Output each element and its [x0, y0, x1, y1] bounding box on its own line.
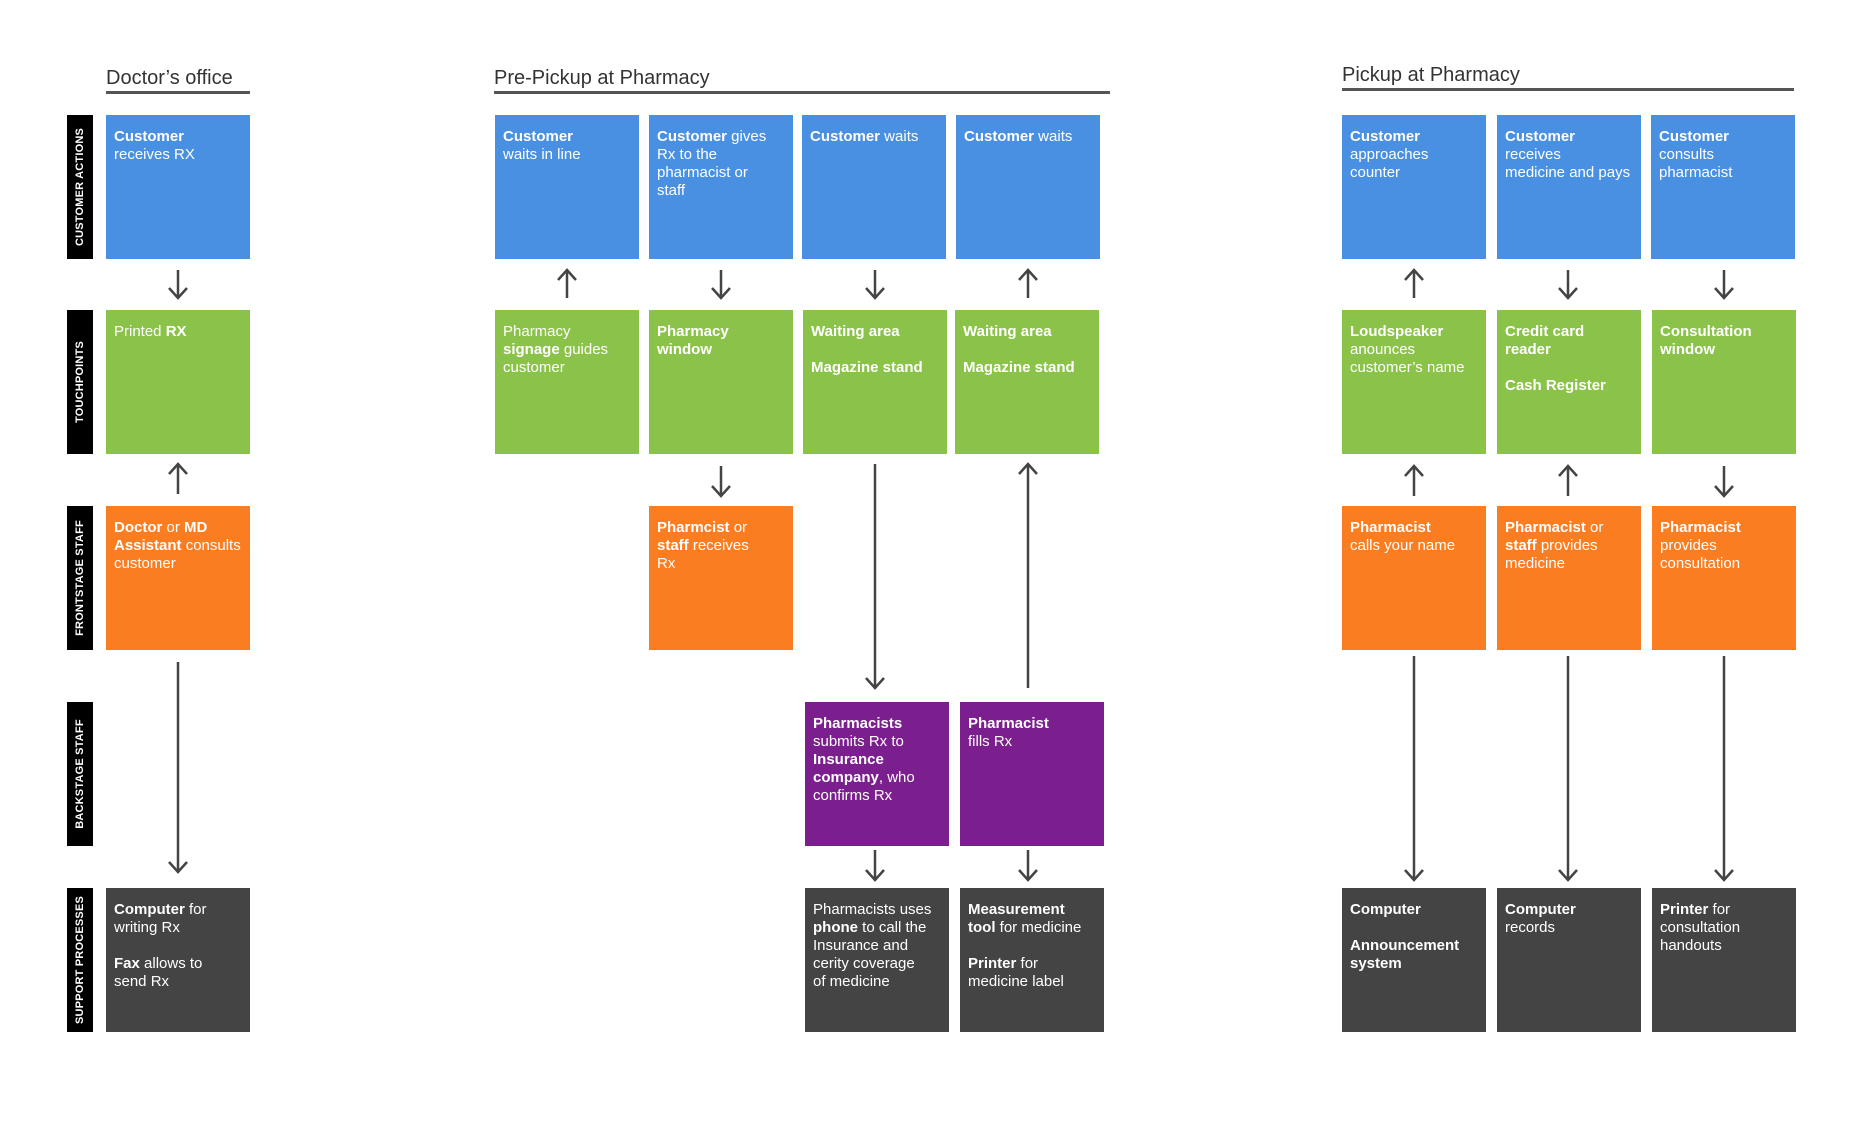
touchpoint-pharmacy-window: Pharmacy window [649, 310, 793, 454]
lane-frontstage-staff: FRONTSTAGE STAFF [67, 506, 93, 650]
support-computer-fax: Computer for writing Rx Fax allows to se… [106, 888, 250, 1032]
touchpoint-printed-rx: Printed RX [106, 310, 250, 454]
frontstage-staff-provides-medicine: Pharmacist or staff provides medicine [1497, 506, 1641, 650]
arrow-consult-down [1714, 270, 1734, 300]
arrow-calls-to-support [1404, 656, 1424, 882]
touchpoint-credit-card-reader: Credit card reader Cash Register [1497, 310, 1641, 454]
arrow-waiting-to-backstage [865, 464, 885, 690]
support-computer-records: Computer records [1497, 888, 1641, 1032]
frontstage-pharmacist-consultation: Pharmacist provides consultation [1652, 506, 1796, 650]
customer-receives-rx: Customer receives RX [106, 115, 250, 259]
arrow-window-down [711, 466, 731, 498]
customer-receives-medicine: Customer receives medicine and pays [1497, 115, 1641, 259]
customer-approaches-counter: Customer approaches counter [1342, 115, 1486, 259]
arrow-backstage-to-waiting [1018, 462, 1038, 688]
lane-touchpoints: TOUCHPOINTS [67, 310, 93, 454]
arrow-consultation-to-support [1714, 656, 1734, 882]
arrow-consult-window-down [1714, 466, 1734, 498]
arrow-provides-to-support [1558, 656, 1578, 882]
customer-waits-in-line: Customer waits in line [495, 115, 639, 259]
customer-consults-pharmacist: Customer consults pharmacist [1651, 115, 1795, 259]
frontstage-doctor-consults: Doctor or MD Assistant consults customer [106, 506, 250, 650]
lane-customer-actions: CUSTOMER ACTIONS [67, 115, 93, 259]
arrow-pays-down [1558, 270, 1578, 300]
support-phone-insurance: Pharmacists uses phone to call the Insur… [805, 888, 949, 1032]
section-pre-pickup: Pre-Pickup at Pharmacy [494, 68, 1110, 94]
arrow-doctor-f-t [168, 462, 188, 494]
touchpoint-waiting-area-1: Waiting area Magazine stand [803, 310, 947, 454]
frontstage-pharmacist-calls: Pharmacist calls your name [1342, 506, 1486, 650]
backstage-pharmacist-fills-rx: Pharmacist fills Rx [960, 702, 1104, 846]
support-measurement-printer: Measurement tool for medicine Printer fo… [960, 888, 1104, 1032]
arrow-calls-up [1404, 464, 1424, 496]
support-printer-handouts: Printer for consultation handouts [1652, 888, 1796, 1032]
customer-waits-1: Customer waits [802, 115, 946, 259]
frontstage-staff-receives-rx: Pharmcist or staff receives Rx [649, 506, 793, 650]
arrow-doctor-c-t [168, 270, 188, 300]
lane-backstage-staff: BACKSTAGE STAFF [67, 702, 93, 846]
lane-support-processes: SUPPORT PROCESSES [67, 888, 93, 1032]
backstage-submits-rx-insurance: Pharmacists submits Rx to Insurance comp… [805, 702, 949, 846]
touchpoint-pharmacy-signage: Pharmacy signage guides customer [495, 310, 639, 454]
section-doctors-office: Doctor’s office [106, 68, 250, 94]
arrow-wait2-up [1018, 268, 1038, 298]
customer-gives-rx: Customer gives Rx to the pharmacist or s… [649, 115, 793, 259]
arrow-submit-to-support [865, 850, 885, 882]
arrow-approach-up [1404, 268, 1424, 298]
arrow-gives-down [711, 270, 731, 300]
arrow-fill-to-support [1018, 850, 1038, 882]
arrow-wait1-down [865, 270, 885, 300]
arrow-signage-up [557, 268, 577, 298]
customer-waits-2: Customer waits [956, 115, 1100, 259]
touchpoint-loudspeaker: Loudspeaker anounces customer’s name [1342, 310, 1486, 454]
arrow-provides-up [1558, 464, 1578, 496]
touchpoint-waiting-area-2: Waiting area Magazine stand [955, 310, 1099, 454]
section-pickup: Pickup at Pharmacy [1342, 65, 1794, 91]
arrow-doctor-f-s [168, 662, 188, 874]
support-computer-announcement: Computer Announcement system [1342, 888, 1486, 1032]
touchpoint-consultation-window: Consultation window [1652, 310, 1796, 454]
